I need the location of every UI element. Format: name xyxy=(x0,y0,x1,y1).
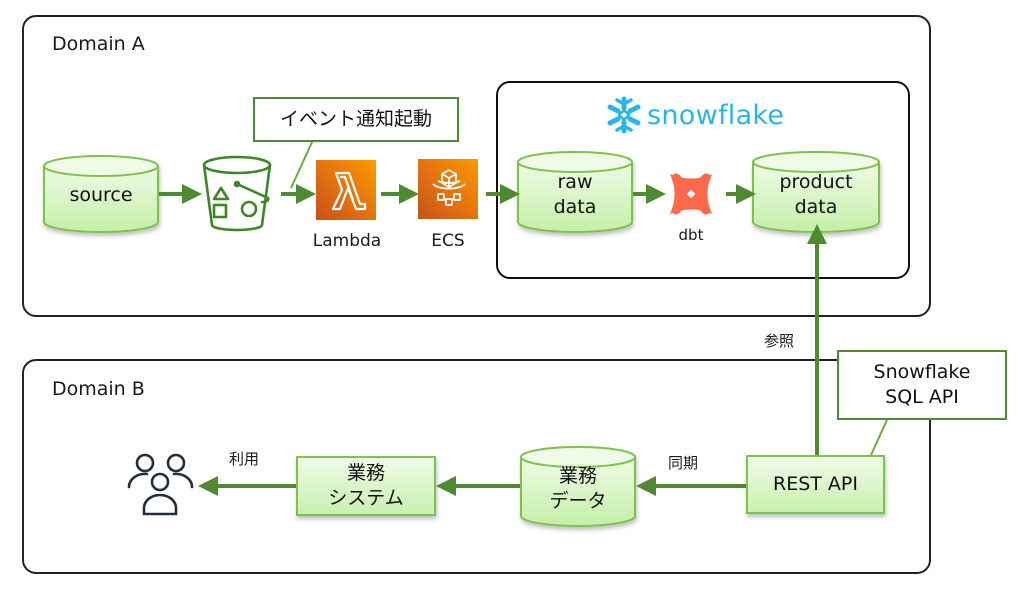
product-data-label: product data xyxy=(753,170,879,220)
use-label: 利用 xyxy=(229,450,260,468)
dbt-icon xyxy=(670,173,712,215)
product-data-database[interactable] xyxy=(752,151,880,233)
event-callout-connector xyxy=(290,139,314,189)
business-data-line1: 業務 xyxy=(558,465,597,487)
raw-data-database[interactable] xyxy=(517,151,633,233)
dbt-label: dbt xyxy=(678,226,704,244)
ecs-label: ECS xyxy=(431,231,465,251)
raw-data-label: raw data xyxy=(518,170,632,220)
source-label: source xyxy=(69,183,133,206)
sql-api-line2: SQL API xyxy=(885,386,959,408)
rest-api-node[interactable]: REST API xyxy=(746,455,885,514)
aws-lambda-icon[interactable] xyxy=(316,160,376,220)
business-system-line1: 業務 xyxy=(346,462,385,484)
product-data-line1: product xyxy=(779,171,853,193)
raw-data-line2: data xyxy=(553,196,597,218)
sync-label: 同期 xyxy=(668,454,699,472)
business-system-line2: システム xyxy=(328,487,404,509)
business-data-label: 業務 データ xyxy=(521,464,635,514)
business-data-line2: データ xyxy=(549,490,607,512)
users-icon xyxy=(127,453,194,516)
domain-b-title: Domain B xyxy=(52,378,145,400)
domain-a-title: Domain A xyxy=(52,33,145,55)
s3-bucket-icon xyxy=(202,155,272,232)
raw-data-line1: raw xyxy=(557,171,593,193)
snowflake-logo-text: snowflake xyxy=(647,99,785,131)
source-database[interactable] xyxy=(43,155,159,233)
aws-ecs-icon[interactable] xyxy=(418,159,478,219)
sql-api-line1: Snowflake xyxy=(873,361,971,383)
lambda-label: Lambda xyxy=(312,231,382,251)
reference-label: 参照 xyxy=(764,332,795,350)
snowflake-icon xyxy=(607,96,641,134)
snowflake-sql-api-callout: Snowflake SQL API xyxy=(837,350,1007,420)
business-system-node[interactable]: 業務 システム xyxy=(296,456,436,516)
product-data-line2: data xyxy=(794,196,838,218)
event-notification-callout: イベント通知起動 xyxy=(253,97,459,142)
sql-api-callout-connector xyxy=(870,419,888,456)
snowflake-logo: snowflake xyxy=(604,95,784,135)
business-data-database[interactable] xyxy=(520,446,636,527)
